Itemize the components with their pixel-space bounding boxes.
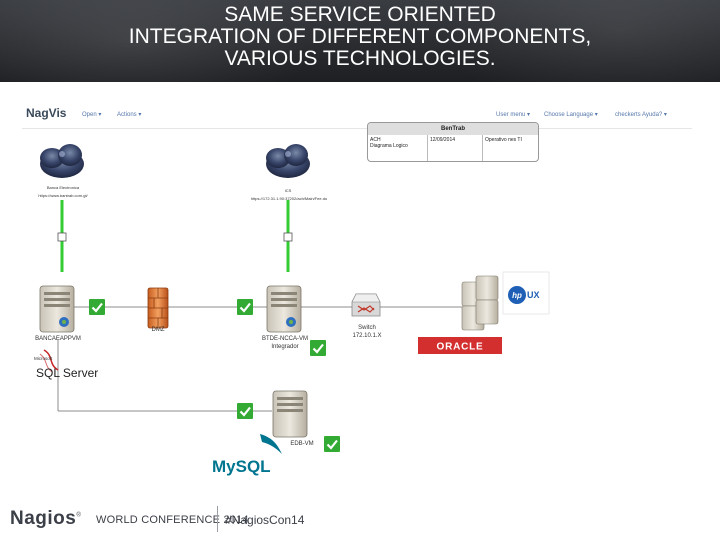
menu-help[interactable]: checkerts Ayuda? ▾ [615,112,667,118]
mysql-logo: MySQL [212,434,282,476]
slide-title: SAME SERVICE ORIENTED INTEGRATION OF DIF… [0,4,720,70]
cloud2-url: https://172.31.1.90:37202/ach/Main/Fee.d… [250,196,328,201]
slide-title-line-1: SAME SERVICE ORIENTED [224,3,496,26]
info-cell-status: Operativo nes TI [485,137,522,143]
server-icon[interactable] [39,285,75,333]
sqlserver-text: SQL Server [36,366,98,380]
nagios-brand-mark: ® [76,512,82,519]
info-table-header: BenTrab [368,123,538,135]
link-state-box[interactable] [283,232,293,242]
oracle-text: ORACLE [436,342,483,353]
server2-sublabel: Integrador [271,344,299,350]
cloud1-name: Banca Electronica [46,185,80,190]
cloud1-url: https://www.bantrab.com.gt/ [38,193,88,198]
status-ok-icon[interactable] [89,299,105,315]
cloud2-name: ICS [284,188,292,193]
hpux-logo: hp UX [502,271,550,315]
server3-label: EDB-VM [290,441,314,447]
info-table-row: ACH Diagrama Logico 12/09/2014 Operativo… [368,135,538,161]
links [57,200,462,412]
slide-title-line-2: INTEGRATION OF DIFFERENT COMPONENTS, [128,25,592,48]
switch-label: Switch [358,325,376,331]
server-cluster-icon[interactable] [461,275,499,331]
server-icon[interactable] [272,390,308,438]
cloud-icon[interactable] [266,144,310,178]
menu-language[interactable]: Choose Language ▾ [544,112,598,118]
link-state-box[interactable] [57,232,67,242]
info-cell-diagram: ACH Diagrama Logico [368,135,428,161]
hpux-text: UX [527,290,540,300]
banner-shine [440,0,720,82]
switch-ip: 172.10.1.X [352,333,382,339]
server1-label: BANCAEAPPVM [35,336,81,342]
cloud-icon[interactable] [40,144,84,178]
firewall-icon[interactable] [147,287,169,329]
server-icon[interactable] [266,285,302,333]
switch-icon[interactable] [351,293,381,317]
menu-user[interactable]: User menu ▾ [496,112,531,118]
sqlserver-small: Microsoft [34,356,53,361]
network-map: hp UX ORACLE Microsoft SQL Server MySQL [34,144,550,476]
banner-glow [0,0,320,82]
status-ok-icon[interactable] [237,403,253,419]
menu-actions[interactable]: Actions ▾ [117,112,142,118]
conference-name: WORLD CONFERENCE 2014 [96,514,249,526]
status-ok-icon[interactable] [237,299,253,315]
footer: Nagios® WORLD CONFERENCE 2014 #NagiosCon… [10,506,410,534]
nagvis-menubar: NagVis Open ▾ Actions ▾ User menu ▾ Choo… [22,100,692,129]
info-cell-date: 12/09/2014 [428,135,483,161]
status-ok-icon[interactable] [310,340,326,356]
mysql-text: MySQL [212,457,271,476]
sqlserver-logo: Microsoft SQL Server [34,349,98,380]
info-table: BenTrab ACH Diagrama Logico 12/09/2014 O… [367,122,539,162]
menu-open[interactable]: Open ▾ [82,112,102,118]
nagios-brand-text: Nagios [10,508,77,529]
nagvis-logo: NagVis [26,106,67,120]
title-banner: SAME SERVICE ORIENTED INTEGRATION OF DIF… [0,0,720,82]
oracle-logo: ORACLE [418,337,502,354]
status-ok-icon[interactable] [324,436,340,452]
conference-hashtag: #NagiosCon14 [225,513,305,527]
slide-title-line-3: VARIOUS TECHNOLOGIES. [224,47,496,70]
nagvis-screenshot: NagVis Open ▾ Actions ▾ User menu ▾ Choo… [22,100,692,490]
firewall-label: DMZ [151,327,165,333]
server2-label: BTDE-NCCA-VM [262,336,308,342]
footer-divider [217,506,218,532]
nagios-brand: Nagios® [10,508,81,530]
svg-text:hp: hp [512,291,522,300]
